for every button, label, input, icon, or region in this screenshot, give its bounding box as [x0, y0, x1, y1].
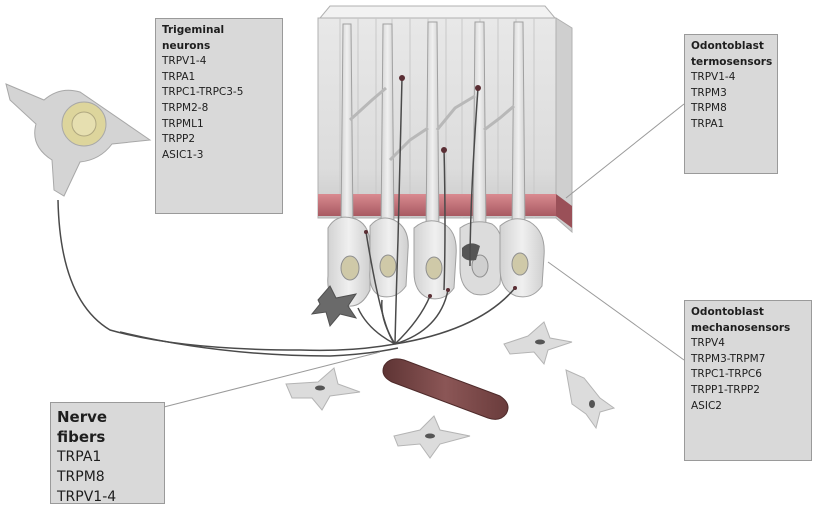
odontoblast-termosensors-box: Odontoblast termosensors TRPV1-4 TRPM3 T… [684, 34, 778, 174]
odontoblast-termosensors-title-line1: Odontoblast [691, 39, 771, 55]
odontoblast-mechanosensors-list: TRPV4 TRPM3-TRPM7 TRPC1-TRPC6 TRPP1-TRPP… [691, 336, 805, 414]
trigeminal-neurons-title-line1: Trigeminal [162, 23, 276, 39]
trigeminal-neurons-box: Trigeminal neurons TRPV1-4 TRPA1 TRPC1-T… [155, 18, 283, 214]
list-item: TRPM3 [691, 86, 771, 102]
odontoblast-mechanosensors-title-line2: mechanosensors [691, 321, 805, 337]
list-item: TRPM8 [57, 467, 158, 487]
trigeminal-neurons-list: TRPV1-4 TRPA1 TRPC1-TRPC3-5 TRPM2-8 TRPM… [162, 54, 276, 163]
odontoblast-mechanosensors-box: Odontoblast mechanosensors TRPV4 TRPM3-T… [684, 300, 812, 461]
list-item: TRPP1-TRPP2 [691, 383, 805, 399]
nerve-fibers-box: Nerve fibers TRPA1 TRPM8 TRPV1-4 [50, 402, 165, 504]
list-item: TRPM2-8 [162, 101, 276, 117]
list-item: TRPM8 [691, 101, 771, 117]
odontoblast-cells [312, 217, 544, 326]
list-item: TRPC1-TRPC6 [691, 367, 805, 383]
trigeminal-neuron [6, 84, 150, 196]
list-item: ASIC1-3 [162, 148, 276, 164]
list-item: TRPML1 [162, 117, 276, 133]
list-item: TRPV4 [691, 336, 805, 352]
list-item: TRPP2 [162, 132, 276, 148]
odontoblast-termosensors-list: TRPV1-4 TRPM3 TRPM8 TRPA1 [691, 70, 771, 132]
list-item: ASIC2 [691, 399, 805, 415]
list-item: TRPV1-4 [57, 487, 158, 507]
nerve-fibers-list: TRPA1 TRPM8 TRPV1-4 [57, 447, 158, 507]
odontoblast-mechanosensors-title-line1: Odontoblast [691, 305, 805, 321]
odontoblast-termosensors-title-line2: termosensors [691, 55, 771, 71]
list-item: TRPA1 [57, 447, 158, 467]
list-item: TRPC1-TRPC3-5 [162, 85, 276, 101]
nerve-fibers-title: Nerve fibers [57, 407, 158, 447]
list-item: TRPV1-4 [691, 70, 771, 86]
blood-vessel [383, 359, 508, 419]
list-item: TRPV1-4 [162, 54, 276, 70]
list-item: TRPA1 [162, 70, 276, 86]
trigeminal-neurons-title-line2: neurons [162, 39, 276, 55]
list-item: TRPM3-TRPM7 [691, 352, 805, 368]
list-item: TRPA1 [691, 117, 771, 133]
